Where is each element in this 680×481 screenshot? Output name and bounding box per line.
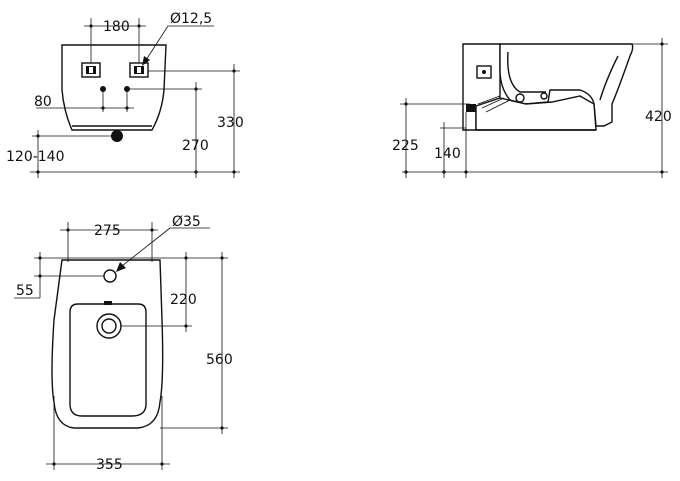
dim-drain-offset: 220	[170, 292, 197, 308]
dim-side-waste-height: 225	[392, 138, 419, 154]
front-view: 180 Ø12,5 80 330 270 120-140	[6, 11, 244, 178]
dim-bolt-offset: 80	[34, 94, 52, 110]
top-outline	[51, 259, 164, 429]
dim-side-height: 420	[645, 109, 672, 125]
dim-tap-hole-offset: 55	[16, 283, 34, 299]
dim-side-waste-offset: 140	[434, 146, 461, 162]
dim-width: 355	[96, 457, 123, 473]
dim-total-height: 330	[217, 115, 244, 131]
side-view: 420 225 140	[392, 38, 672, 178]
top-bowl-rim	[69, 303, 147, 417]
dim-bolt-height: 270	[182, 138, 209, 154]
dim-inlet-spacing: 180	[103, 19, 130, 35]
dim-waste-height: 120-140	[6, 149, 65, 165]
right-fixing-hole	[124, 86, 130, 92]
overflow	[104, 301, 112, 305]
waste-outlet	[111, 130, 123, 142]
drain-inner	[101, 318, 117, 334]
dim-tap-hole-diameter: Ø35	[172, 214, 201, 230]
dim-length: 560	[206, 352, 233, 368]
side-bowl-inner	[507, 51, 619, 101]
front-body-outline	[61, 44, 167, 131]
side-waste-connector	[466, 104, 476, 112]
top-view: 275 Ø35 55 220 560 355	[14, 214, 233, 473]
dim-inlet-diameter: Ø12,5	[170, 11, 212, 27]
left-fixing-hole	[100, 86, 106, 92]
dim-tap-hole-spacing: 275	[94, 223, 121, 239]
